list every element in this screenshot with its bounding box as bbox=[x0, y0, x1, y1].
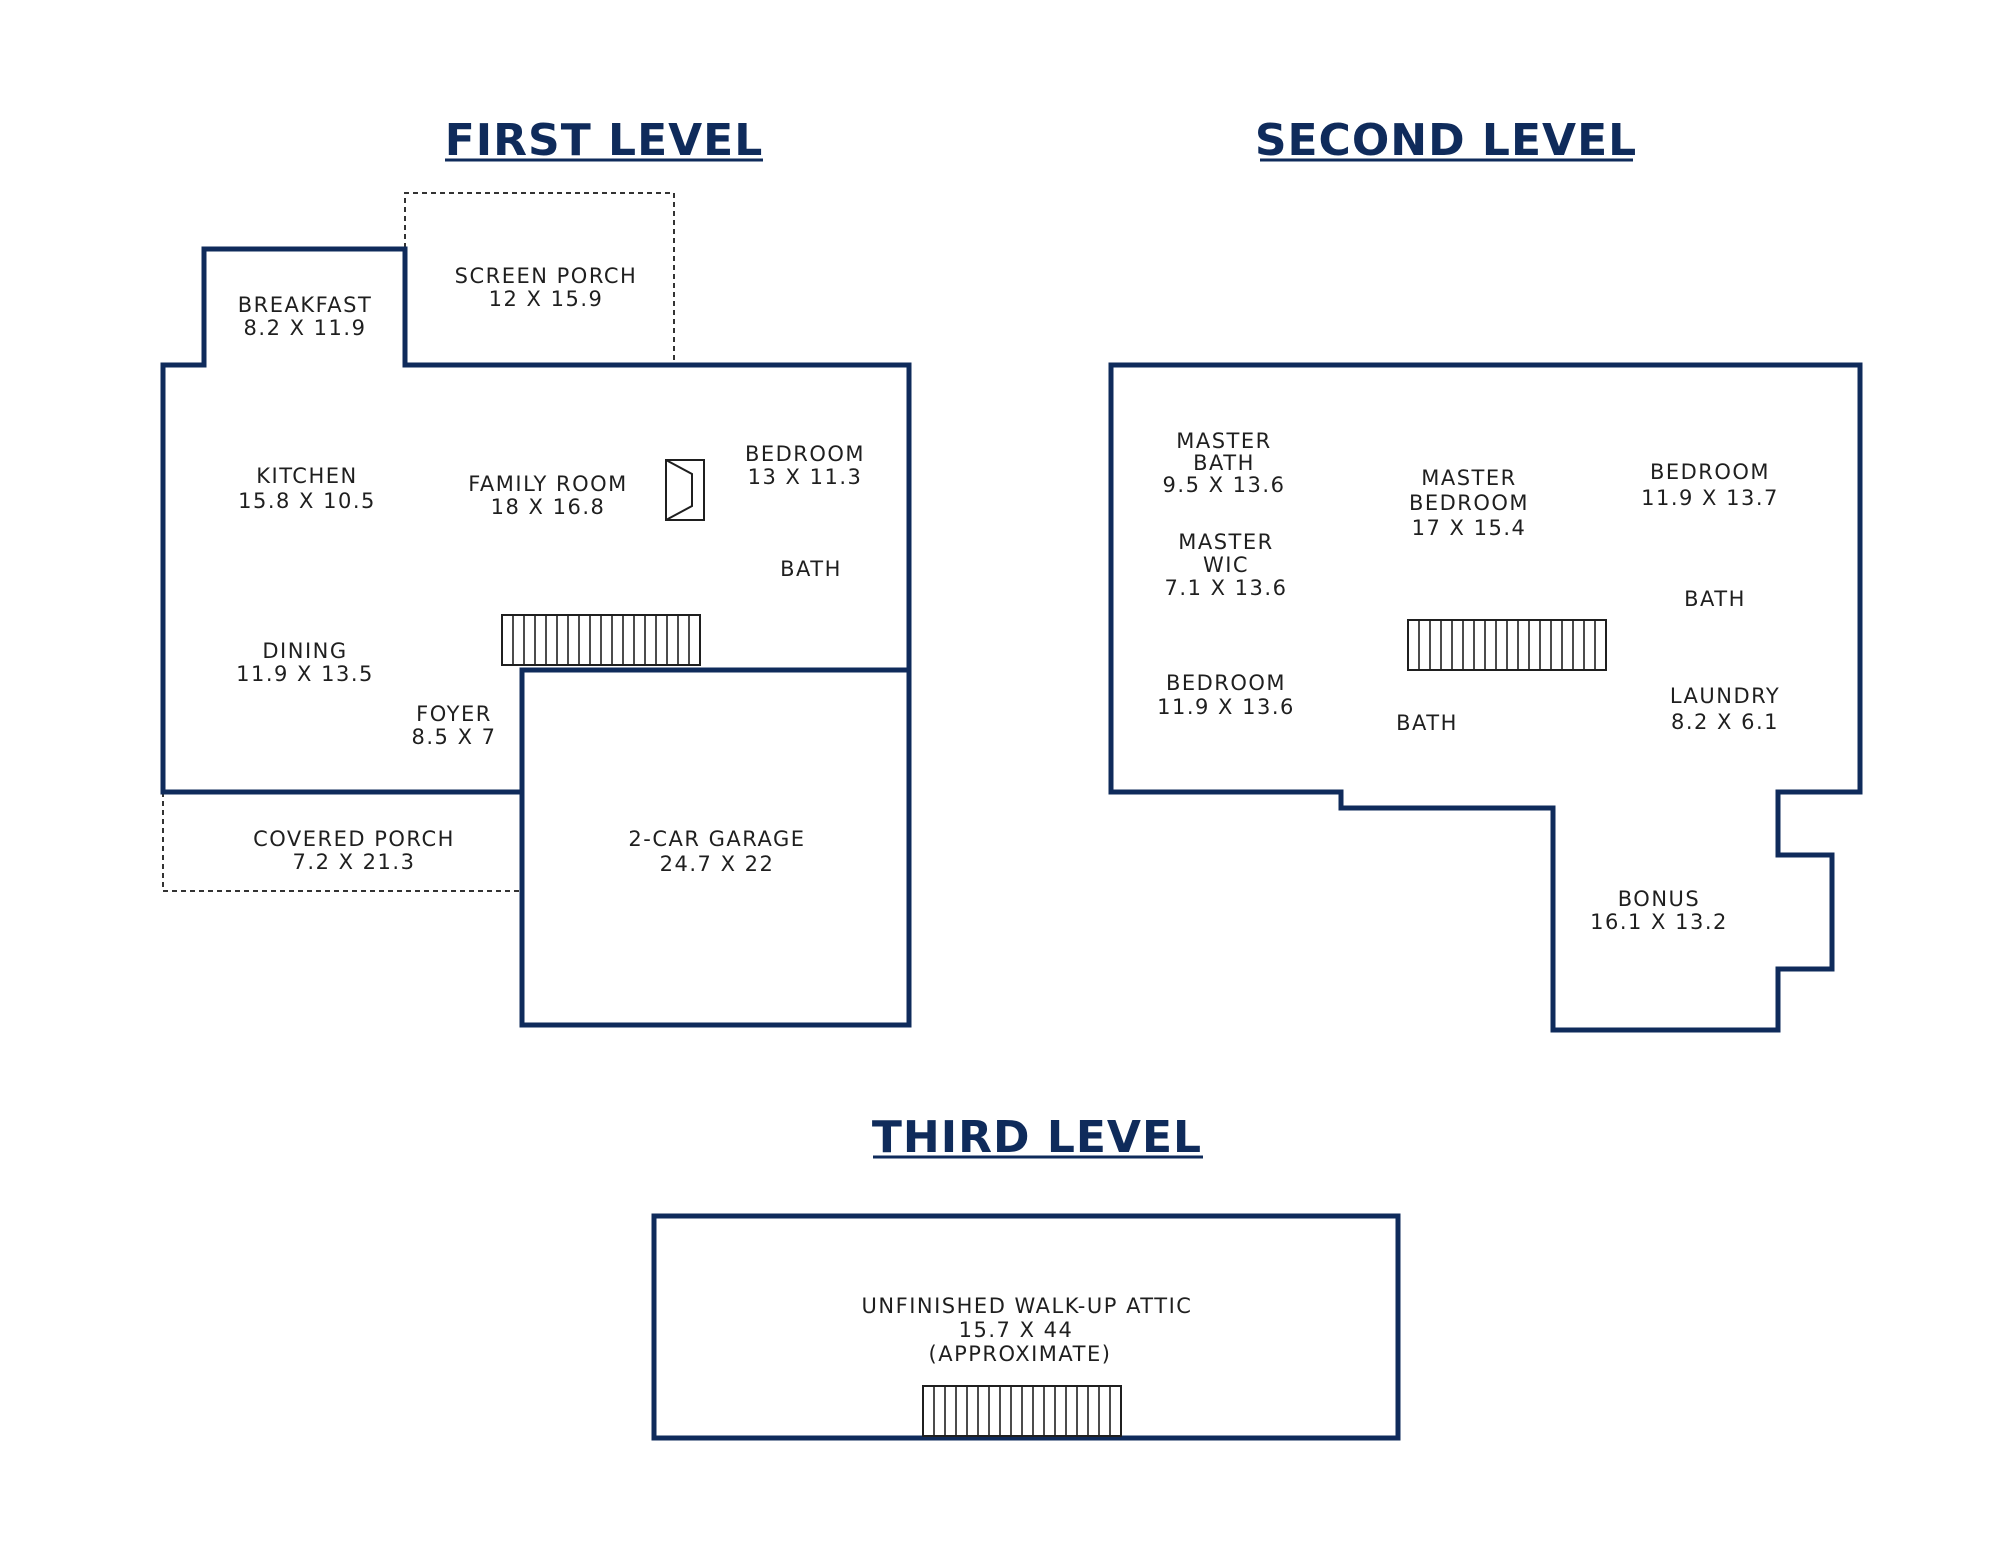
room-laundry-name: LAUNDRY bbox=[1670, 684, 1780, 708]
room-dining: DINING 11.9 X 13.5 bbox=[236, 639, 374, 686]
room-attic-dims: 15.7 X 44 bbox=[959, 1318, 1074, 1342]
room-foyer: FOYER 8.5 X 7 bbox=[412, 702, 497, 749]
room-bath-first: BATH bbox=[780, 557, 842, 581]
first-level-house-outline bbox=[160, 246, 912, 795]
third-level-title: THIRD LEVEL bbox=[872, 1112, 1202, 1163]
room-bath-first-name: BATH bbox=[780, 557, 842, 581]
attic-outline bbox=[651, 1213, 1401, 1441]
room-attic: UNFINISHED WALK-UP ATTIC 15.7 X 44 (APPR… bbox=[862, 1294, 1193, 1366]
room-garage: 2-CAR GARAGE 24.7 X 22 bbox=[628, 827, 805, 876]
room-bonus: BONUS 16.1 X 13.2 bbox=[1590, 887, 1728, 934]
first-level-title: FIRST LEVEL bbox=[445, 115, 764, 166]
room-bath-second-right-name: BATH bbox=[1684, 587, 1746, 611]
fireplace-icon bbox=[665, 459, 705, 521]
third-level-stairs-icon bbox=[922, 1385, 1122, 1437]
room-bonus-dims: 16.1 X 13.2 bbox=[1590, 910, 1728, 934]
room-bath-second-center-name: BATH bbox=[1396, 711, 1458, 735]
room-master-bedroom-name-line1: MASTER bbox=[1421, 466, 1517, 490]
second-level-title: SECOND LEVEL bbox=[1255, 115, 1637, 166]
room-master-bedroom: MASTER BEDROOM 17 X 15.4 bbox=[1409, 466, 1529, 540]
room-bedroom-second-right-dims: 11.9 X 13.7 bbox=[1641, 486, 1779, 510]
room-covered-porch-name: COVERED PORCH bbox=[253, 827, 455, 851]
room-breakfast-name: BREAKFAST bbox=[238, 293, 373, 317]
second-level-plan: MASTER BATH 9.5 X 13.6 MASTER WIC 7.1 X … bbox=[1108, 362, 1863, 1033]
room-master-bedroom-name-line2: BEDROOM bbox=[1409, 491, 1529, 515]
room-foyer-name: FOYER bbox=[416, 702, 492, 726]
room-breakfast-dims: 8.2 X 11.9 bbox=[244, 316, 367, 340]
room-bedroom-second-right: BEDROOM 11.9 X 13.7 bbox=[1641, 460, 1779, 510]
first-level-plan: BREAKFAST 8.2 X 11.9 SCREEN PORCH 12 X 1… bbox=[160, 192, 912, 1028]
room-master-wic: MASTER WIC 7.1 X 13.6 bbox=[1165, 530, 1288, 600]
room-foyer-dims: 8.5 X 7 bbox=[412, 725, 497, 749]
room-master-wic-dims: 7.1 X 13.6 bbox=[1165, 576, 1288, 600]
room-family-room-name: FAMILY ROOM bbox=[468, 472, 628, 496]
room-attic-name: UNFINISHED WALK-UP ATTIC bbox=[862, 1294, 1193, 1318]
covered-porch-outline bbox=[162, 792, 522, 892]
room-dining-dims: 11.9 X 13.5 bbox=[236, 662, 374, 686]
room-bedroom-second-left-name: BEDROOM bbox=[1166, 671, 1286, 695]
room-kitchen-dims: 15.8 X 10.5 bbox=[238, 489, 376, 513]
room-laundry-dims: 8.2 X 6.1 bbox=[1671, 710, 1779, 734]
room-master-wic-name-line1: MASTER bbox=[1178, 530, 1274, 554]
room-garage-name: 2-CAR GARAGE bbox=[628, 827, 805, 851]
room-family-room-dims: 18 X 16.8 bbox=[491, 495, 606, 519]
room-family-room: FAMILY ROOM 18 X 16.8 bbox=[468, 472, 628, 519]
room-laundry: LAUNDRY 8.2 X 6.1 bbox=[1670, 684, 1780, 734]
room-covered-porch: COVERED PORCH 7.2 X 21.3 bbox=[253, 827, 455, 874]
room-bath-second-center: BATH bbox=[1396, 711, 1458, 735]
room-screen-porch-name: SCREEN PORCH bbox=[455, 264, 638, 288]
second-level-house-outline bbox=[1108, 362, 1863, 1033]
room-master-bath: MASTER BATH 9.5 X 13.6 bbox=[1163, 429, 1286, 497]
room-bedroom-first-dims: 13 X 11.3 bbox=[748, 465, 863, 489]
room-master-bath-name-line2: BATH bbox=[1193, 451, 1255, 475]
second-level-title-group: SECOND LEVEL bbox=[1255, 115, 1637, 166]
third-level-plan: UNFINISHED WALK-UP ATTIC 15.7 X 44 (APPR… bbox=[651, 1213, 1401, 1441]
room-bedroom-second-left-dims: 11.9 X 13.6 bbox=[1157, 695, 1295, 719]
third-level-title-group: THIRD LEVEL bbox=[872, 1112, 1203, 1163]
second-level-stairs-icon bbox=[1407, 619, 1607, 671]
garage-outline bbox=[519, 667, 912, 1028]
room-kitchen: KITCHEN 15.8 X 10.5 bbox=[238, 464, 376, 513]
room-master-bath-name-line1: MASTER bbox=[1176, 429, 1272, 453]
room-bath-second-right: BATH bbox=[1684, 587, 1746, 611]
room-master-wic-name-line2: WIC bbox=[1203, 553, 1249, 577]
room-screen-porch: SCREEN PORCH 12 X 15.9 bbox=[455, 264, 638, 311]
room-bedroom-first: BEDROOM 13 X 11.3 bbox=[745, 442, 865, 489]
room-covered-porch-dims: 7.2 X 21.3 bbox=[293, 850, 416, 874]
room-bedroom-second-right-name: BEDROOM bbox=[1650, 460, 1770, 484]
room-breakfast: BREAKFAST 8.2 X 11.9 bbox=[238, 293, 373, 340]
room-bedroom-first-name: BEDROOM bbox=[745, 442, 865, 466]
room-dining-name: DINING bbox=[262, 639, 347, 663]
room-attic-note: (APPROXIMATE) bbox=[929, 1342, 1112, 1366]
first-level-stairs-icon bbox=[501, 614, 701, 666]
room-bedroom-second-left: BEDROOM 11.9 X 13.6 bbox=[1157, 671, 1295, 719]
room-screen-porch-dims: 12 X 15.9 bbox=[489, 287, 604, 311]
room-master-bath-dims: 9.5 X 13.6 bbox=[1163, 473, 1286, 497]
room-garage-dims: 24.7 X 22 bbox=[660, 852, 775, 876]
room-kitchen-name: KITCHEN bbox=[256, 464, 358, 488]
room-master-bedroom-dims: 17 X 15.4 bbox=[1412, 516, 1527, 540]
room-bonus-name: BONUS bbox=[1618, 887, 1700, 911]
first-level-title-group: FIRST LEVEL bbox=[445, 115, 764, 166]
